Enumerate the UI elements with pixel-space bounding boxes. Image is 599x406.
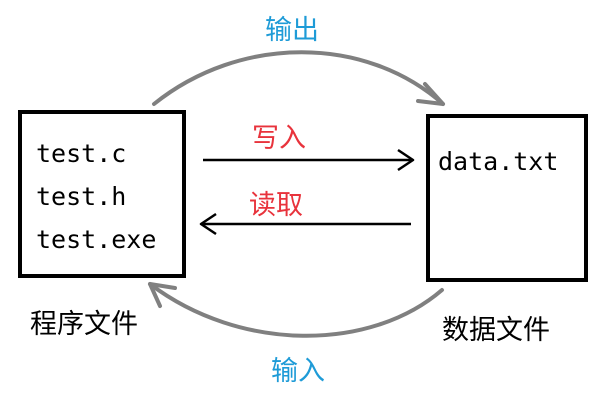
data-file-box: data.txt	[426, 114, 588, 282]
write-arrowhead	[397, 148, 415, 172]
input-label: 输入	[271, 356, 325, 387]
read-label: 读取	[249, 190, 303, 221]
program-file-item: test.exe	[36, 225, 157, 254]
program-file-box: test.c test.h test.exe	[18, 110, 186, 278]
output-curve-arrowhead	[416, 82, 445, 106]
data-file-name: data.txt	[438, 147, 559, 176]
program-file-item: test.c	[36, 139, 127, 168]
output-label: 输出	[265, 15, 319, 46]
input-curve-arrowhead	[148, 282, 177, 308]
input-curve-arrow	[148, 282, 444, 338]
read-arrowhead	[199, 212, 217, 236]
data-file-caption: 数据文件	[442, 315, 550, 346]
program-file-list: test.c test.h test.exe	[36, 132, 156, 261]
write-label: 写入	[252, 123, 306, 154]
program-file-caption: 程序文件	[30, 309, 138, 340]
output-curve-arrow	[152, 50, 445, 106]
program-file-item: test.h	[36, 182, 127, 211]
